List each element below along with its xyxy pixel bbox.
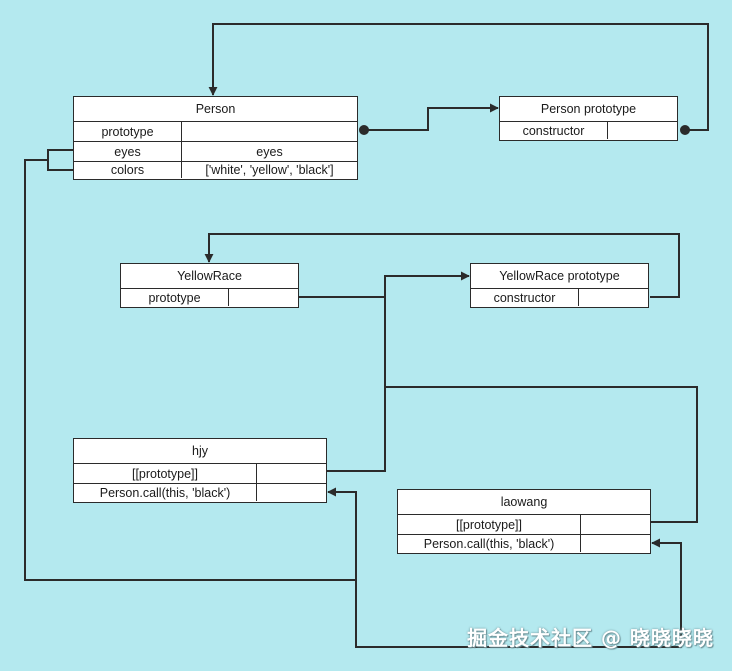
- yellowrace-prototype-box: YellowRace prototype constructor: [470, 263, 649, 308]
- connector-person-laowang-call: [355, 538, 682, 648]
- person-eyes-value: eyes: [181, 142, 357, 161]
- watermark: 掘金技术社区 @ 晓晓晓晓: [467, 626, 714, 650]
- yellowrace-prototype-value: [228, 289, 298, 306]
- connector-dot-person-constructor: [680, 125, 690, 135]
- laowang-call-label: Person.call(this, 'black'): [423, 536, 555, 551]
- yellowrace-prototype-title: YellowRace prototype: [499, 269, 620, 283]
- person-prototype-constructor-value: [607, 122, 677, 139]
- yellowrace-box: YellowRace prototype: [120, 263, 299, 308]
- connector-laowang-proto: [385, 386, 698, 523]
- yellowrace-prototype-label: prototype: [148, 290, 201, 305]
- connector-person-constructor: [208, 23, 709, 131]
- person-prototype-box: Person prototype constructor: [499, 96, 678, 141]
- hjy-proto-label: [[prototype]]: [131, 466, 198, 481]
- laowang-proto-label: [[prototype]]: [455, 517, 522, 532]
- connector-dot-person-prototype: [359, 125, 369, 135]
- connector-person-hjy-call: [24, 149, 357, 581]
- person-prototype-label: prototype: [101, 124, 154, 139]
- yellowrace-prototype-constructor-value: [578, 289, 648, 306]
- laowang-proto-value: [580, 515, 650, 534]
- connector-hjy-proto: [327, 297, 386, 472]
- hjy-proto-value: [256, 464, 326, 483]
- person-prototype-value: [181, 122, 357, 141]
- person-prototype-constructor-label: constructor: [522, 123, 585, 138]
- person-eyes-label: eyes: [114, 144, 141, 159]
- laowang-call-value: [580, 535, 650, 552]
- person-title: Person: [195, 102, 236, 116]
- yellowrace-prototype-constructor-label: constructor: [493, 290, 556, 305]
- person-colors-label: colors: [110, 163, 145, 177]
- person-prototype-title: Person prototype: [540, 102, 637, 116]
- person-box: Person prototype eyes eyes colors ['whit…: [73, 96, 358, 180]
- hjy-call-value: [256, 484, 326, 501]
- yellowrace-title: YellowRace: [177, 269, 242, 283]
- laowang-box: laowang [[prototype]] Person.call(this, …: [397, 489, 651, 554]
- person-colors-value: ['white', 'yellow', 'black']: [181, 162, 357, 178]
- connector-yellowrace-prototype: [299, 271, 470, 298]
- connector-yellowrace-constructor: [204, 233, 680, 298]
- hjy-box: hjy [[prototype]] Person.call(this, 'bla…: [73, 438, 327, 503]
- connector-person-prototype: [364, 103, 499, 131]
- laowang-title: laowang: [500, 495, 548, 509]
- hjy-title: hjy: [192, 444, 208, 458]
- hjy-call-label: Person.call(this, 'black'): [99, 485, 231, 500]
